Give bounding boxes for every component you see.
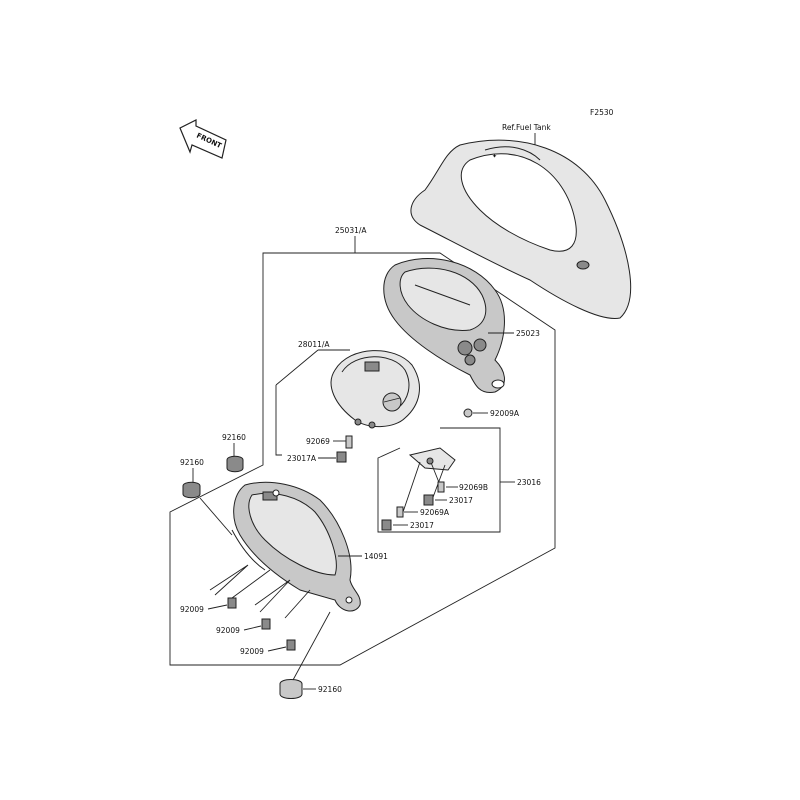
- harness-frame: [377, 427, 501, 533]
- damper-92160-3: [279, 679, 303, 699]
- leader-92009-1: [207, 604, 228, 610]
- label-23017a: 23017A: [287, 454, 317, 463]
- bolt-92009-2: [261, 618, 271, 630]
- label-23017-1: 23017: [449, 496, 473, 505]
- bulb-23017-2: [381, 519, 392, 531]
- bolt-92009-3: [286, 639, 296, 651]
- label-92009-1: 92009: [180, 605, 204, 614]
- speedo-frame: [275, 349, 350, 456]
- bolt-guides-1: [209, 564, 271, 599]
- meter-bracket: [231, 481, 361, 612]
- screw-92069b: [437, 481, 445, 493]
- fuel-tank-cover: ✦: [410, 139, 632, 319]
- label-92069a: 92069A: [420, 508, 450, 517]
- damper-92160-2: [182, 481, 201, 499]
- speedometer-unit: [330, 350, 420, 429]
- label-23016: 23016: [517, 478, 541, 487]
- label-92160-1: 92160: [222, 433, 246, 442]
- damper-leader-line: [199, 497, 233, 536]
- label-92009-2: 92009: [216, 626, 240, 635]
- screw-92009a: [463, 408, 473, 418]
- bolt-guides-2: [254, 579, 311, 619]
- label-92069b: 92069B: [459, 483, 488, 492]
- screw-92069a: [396, 506, 404, 518]
- label-25031a: 25031/A: [335, 226, 367, 235]
- label-92160-2: 92160: [180, 458, 204, 467]
- label-25023: 25023: [516, 329, 540, 338]
- leader-92009-2: [243, 625, 262, 631]
- bulb-23017-1: [423, 494, 434, 506]
- front-arrow-icon: FRONT: [179, 119, 227, 159]
- label-14091: 14091: [364, 552, 388, 561]
- screw-92069: [345, 435, 353, 449]
- label-92069: 92069: [306, 437, 330, 446]
- label-92009a: 92009A: [490, 409, 520, 418]
- label-92160-3: 92160: [318, 685, 342, 694]
- bolt-92009-1: [227, 597, 237, 609]
- leader-92009-3: [267, 646, 287, 652]
- damper-92160-1: [226, 455, 244, 473]
- bulb-23017a: [336, 451, 347, 463]
- diagram-code: F2530: [590, 108, 614, 117]
- label-23017-2: 23017: [410, 521, 434, 530]
- label-28011a: 28011/A: [298, 340, 330, 349]
- meter-case: [383, 258, 505, 394]
- bottom-damper-guide: [292, 611, 331, 681]
- wiring-harness: [401, 447, 456, 516]
- label-92009-3: 92009: [240, 647, 264, 656]
- cover-emblem: ✦: [492, 153, 497, 160]
- ref-fuel-tank-label: Ref.Fuel Tank: [502, 123, 551, 132]
